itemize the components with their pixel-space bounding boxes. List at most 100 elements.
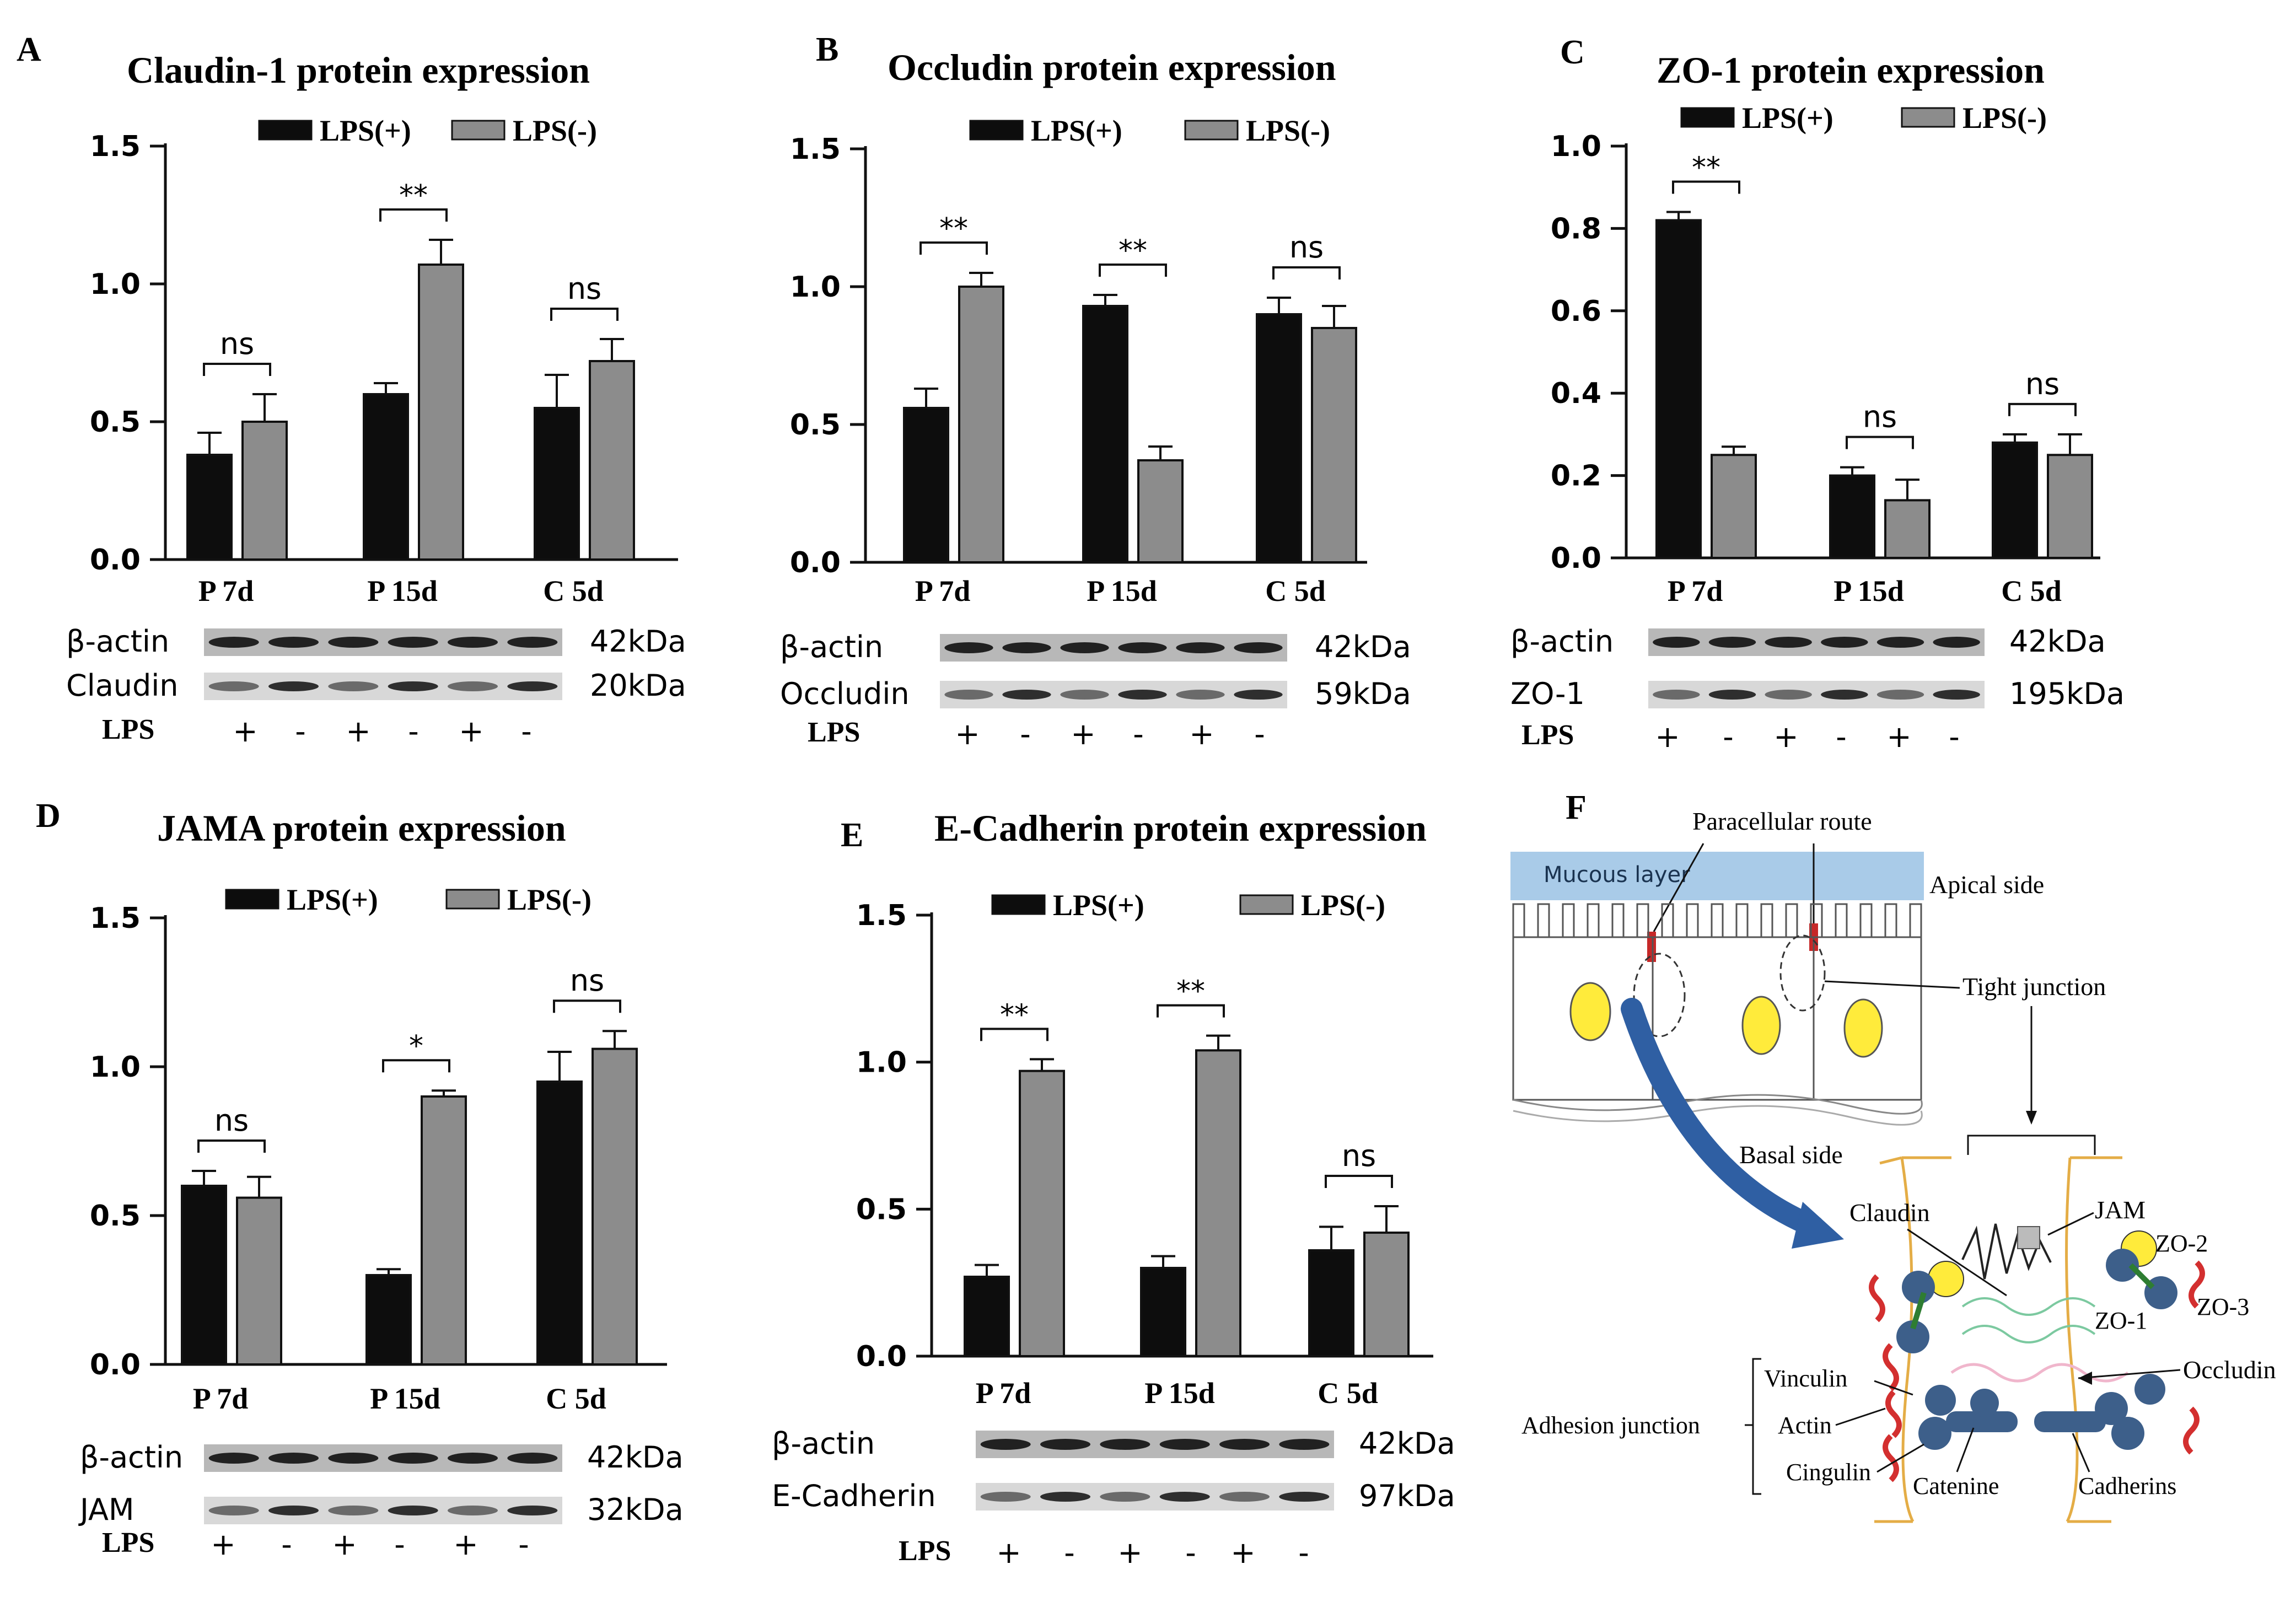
- zo-protein-right-1: [2106, 1249, 2139, 1282]
- significance-label: **: [1692, 152, 1720, 185]
- bar: [536, 1081, 583, 1366]
- x-tick-label: C 5d: [1318, 1377, 1378, 1410]
- blot-band: [1100, 1439, 1150, 1450]
- legend-swatch: [225, 889, 279, 910]
- lps-sign: -: [518, 1527, 529, 1562]
- significance-label: **: [399, 179, 428, 212]
- lps-sign: +: [233, 714, 257, 749]
- paracellular-flow-arrowhead: [1792, 1202, 1844, 1249]
- significance-bracket: [382, 1059, 450, 1073]
- y-tick-label: 1.0: [790, 271, 841, 304]
- lps-label: LPS: [899, 1535, 951, 1567]
- significance-bracket: [1846, 436, 1914, 449]
- y-tick-label: 0.5: [790, 408, 841, 442]
- lps-sign: -: [1949, 719, 1960, 754]
- y-tick-label: 1.0: [90, 268, 141, 301]
- blot-row-label: ZO-1: [1510, 676, 1585, 711]
- lps-sign: -: [1254, 717, 1265, 751]
- actin-squiggle-2: [1883, 1343, 1899, 1391]
- y-tick-label: 0.0: [90, 544, 141, 577]
- blot-band: [1933, 637, 1980, 648]
- x-tick-label: P 15d: [1087, 574, 1157, 608]
- bar: [236, 1196, 282, 1366]
- blot-strip: [204, 1444, 562, 1472]
- blot-band: [328, 1506, 379, 1515]
- x-tick-label: P 7d: [1668, 574, 1723, 608]
- lps-sign: -: [1064, 1535, 1075, 1570]
- actin-squiggle-4: [1885, 1390, 1902, 1438]
- blot-band: [1234, 642, 1283, 653]
- blot-band: [507, 1506, 558, 1515]
- panel-f-diagram: F Mucous layer Apical side Paracellular …: [1510, 789, 2276, 1523]
- blot-band: [980, 1439, 1031, 1450]
- blot-band: [1040, 1439, 1090, 1450]
- y-tick-label: 0.0: [1551, 542, 1601, 575]
- blot-kda-label: 42kDa: [1359, 1426, 1455, 1461]
- epithelium-outline: [1512, 936, 1922, 1101]
- blot-strip: [1648, 628, 1985, 656]
- y-tick-label: 1.0: [90, 1051, 141, 1084]
- lps-sign: +: [1773, 719, 1798, 754]
- x-tick-label: C 5d: [543, 574, 604, 608]
- cingulin-label: Cingulin: [1786, 1459, 1871, 1486]
- zo-linker-right: [2128, 1263, 2155, 1289]
- blot-band: [507, 1453, 558, 1464]
- occludin-label: Occludin: [2183, 1356, 2276, 1384]
- x-tick-label: C 5d: [1265, 574, 1326, 608]
- blot-row-label: β-actin: [66, 624, 169, 659]
- y-tick-label: 0.0: [790, 546, 841, 579]
- lps-sign: +: [453, 1527, 478, 1562]
- catenine-pointer: [1956, 1427, 1975, 1472]
- blot-band: [328, 1453, 379, 1464]
- y-tick-label: 1.5: [90, 130, 141, 163]
- lps-sign: -: [408, 714, 419, 749]
- x-tick-label: C 5d: [2001, 574, 2062, 608]
- blot-strip: [976, 1431, 1334, 1458]
- legend-swatch: [451, 120, 506, 141]
- catenin-right-1: [2095, 1392, 2128, 1425]
- significance-label: **: [1119, 234, 1147, 267]
- legend-label: LPS(-): [1301, 889, 1385, 922]
- lps-label: LPS: [808, 717, 860, 748]
- bar: [534, 407, 580, 561]
- lps-sign: +: [459, 714, 483, 749]
- blot-strip: [976, 1483, 1334, 1511]
- blot-band: [1118, 690, 1167, 700]
- legend-swatch: [1239, 894, 1294, 915]
- chart-title: JAMA protein expression: [157, 807, 566, 849]
- panel-letter: B: [816, 31, 838, 68]
- significance-label: ns: [1863, 400, 1897, 434]
- blot-band: [268, 1506, 319, 1515]
- catenin-right-3: [2111, 1417, 2144, 1450]
- blot-row-label: E-Cadherin: [772, 1479, 936, 1513]
- lps-sign: -: [281, 1527, 292, 1562]
- significance-label: ns: [1289, 230, 1324, 265]
- legend-swatch: [991, 894, 1046, 915]
- significance-bracket: [203, 363, 271, 376]
- blot-band: [1002, 690, 1051, 700]
- lps-sign: -: [1185, 1535, 1196, 1570]
- blot-band: [388, 681, 438, 691]
- legend-swatch: [1901, 107, 1955, 128]
- significance-label: ns: [214, 1103, 249, 1138]
- bar: [181, 1185, 227, 1366]
- bar: [365, 1274, 412, 1366]
- blot-kda-label: 42kDa: [1315, 630, 1411, 664]
- blot-band: [1279, 1439, 1330, 1450]
- paracellular-gap-left: [1647, 932, 1656, 962]
- membrane-right: [2065, 1157, 2079, 1523]
- significance-label: *: [409, 1030, 423, 1063]
- panel-letter: D: [36, 797, 61, 835]
- blot-row-label: Claudin: [66, 668, 179, 703]
- actin-squiggle-5: [1883, 1434, 1899, 1482]
- y-tick-label: 0.5: [90, 406, 141, 439]
- legend-label: LPS(-): [1962, 101, 2047, 135]
- claudin-pointer: [1907, 1228, 2007, 1297]
- significance-bracket: [197, 1139, 266, 1153]
- actin-squiggle-3: [2189, 1260, 2205, 1309]
- blot-band: [208, 1506, 259, 1515]
- cadherin-right: [2034, 1411, 2106, 1432]
